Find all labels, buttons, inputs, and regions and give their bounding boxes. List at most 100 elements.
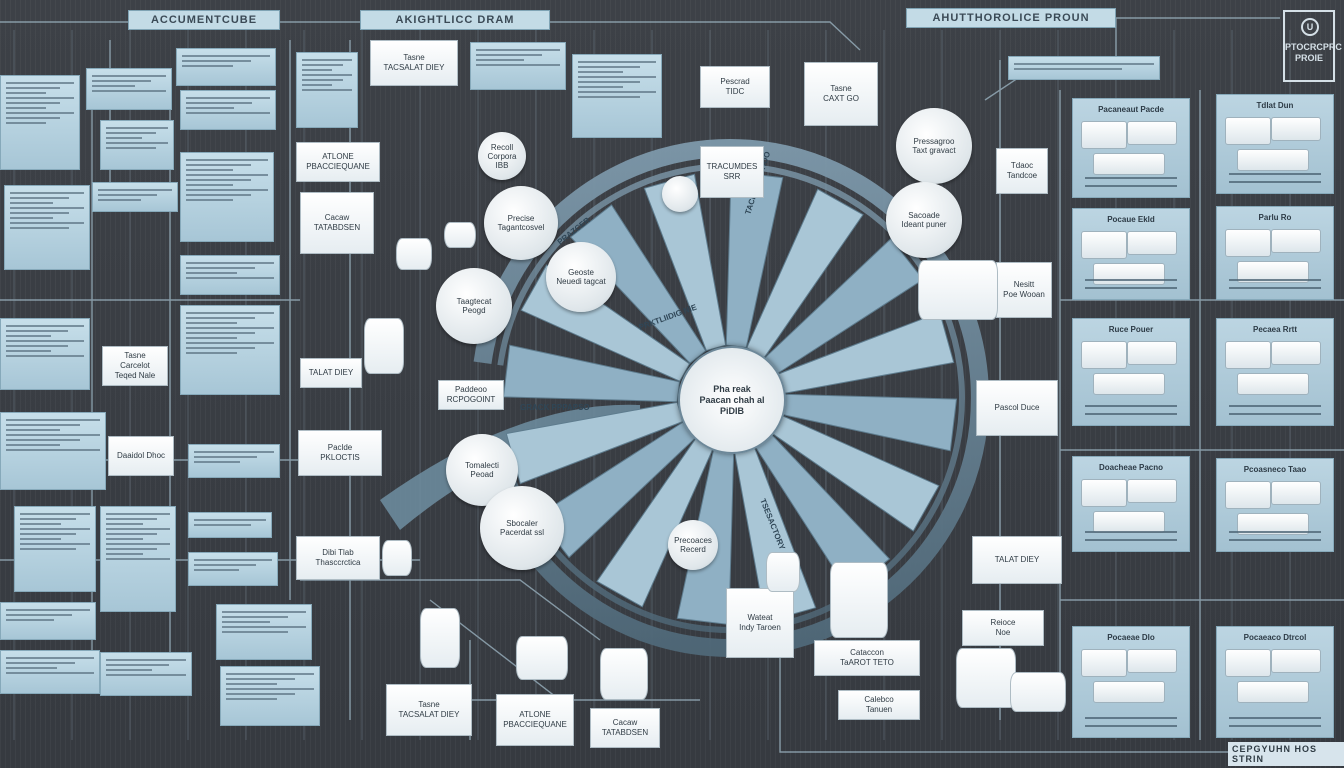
- info-card: [470, 42, 566, 90]
- header-center: AKIGHTLICC DRAM: [360, 10, 550, 30]
- text-line: [302, 79, 343, 81]
- text-line: [186, 332, 255, 334]
- panel-title: Parlu Ro: [1258, 213, 1292, 222]
- text-line: [1229, 181, 1321, 183]
- text-line: [92, 80, 151, 82]
- text-line: [1014, 68, 1122, 70]
- text-line: [106, 553, 144, 555]
- text-line: [20, 513, 90, 515]
- label-box: Daaidol Dhoc: [108, 436, 174, 476]
- text-line: [106, 513, 170, 515]
- text-line: [106, 669, 153, 671]
- ring-arc: [497, 163, 965, 633]
- text-line: [186, 164, 251, 166]
- text-line: [6, 449, 100, 451]
- text-line: [6, 82, 74, 84]
- text-line: [10, 222, 84, 224]
- cylinder-block: [956, 648, 1016, 708]
- label-box: Paclde PKLOCTIS: [298, 430, 382, 476]
- text-line: [106, 543, 170, 545]
- info-card: [180, 90, 276, 130]
- text-line: [10, 227, 69, 229]
- text-line: [1229, 531, 1321, 533]
- text-line: [182, 65, 233, 67]
- text-line: [578, 61, 656, 63]
- text-line: [476, 59, 525, 61]
- spoke-label: GRACK PPPAPSO: [520, 403, 590, 412]
- text-line: [226, 693, 295, 695]
- text-line: [182, 55, 270, 57]
- panel-block: [1271, 649, 1321, 673]
- panel-title: Pacaneaut Pacde: [1098, 105, 1164, 114]
- panel-block: [1093, 153, 1165, 175]
- text-line: [92, 85, 135, 87]
- text-line: [6, 662, 75, 664]
- info-card: [180, 152, 274, 242]
- text-line: [6, 350, 52, 352]
- text-line: [106, 533, 157, 535]
- info-card: [180, 255, 280, 295]
- concept-bubble: Recoll Corpora IBB: [478, 132, 526, 180]
- text-line: [578, 71, 624, 73]
- text-line: [1085, 413, 1177, 415]
- panel-block: [1237, 513, 1309, 535]
- info-card: [0, 75, 80, 170]
- panel-block: [1093, 373, 1165, 395]
- text-line: [20, 523, 61, 525]
- text-line: [226, 683, 277, 685]
- text-line: [6, 667, 57, 669]
- text-line: [6, 439, 80, 441]
- cylinder-block: [444, 222, 476, 248]
- text-line: [106, 127, 168, 129]
- text-line: [6, 355, 84, 357]
- text-line: [194, 524, 251, 526]
- footer-label: CEPGYUHN HOS STRIN: [1228, 742, 1344, 766]
- text-line: [92, 90, 166, 92]
- panel-block: [1237, 261, 1309, 283]
- text-line: [1229, 173, 1321, 175]
- text-line: [6, 340, 84, 342]
- text-line: [6, 112, 74, 114]
- text-line: [1085, 279, 1177, 281]
- module-panel: Parlu Ro: [1216, 206, 1334, 300]
- module-panel: Ruce Pouer: [1072, 318, 1190, 426]
- panel-title: Pocaeae Dlo: [1107, 633, 1155, 642]
- cylinder-block: [766, 552, 800, 592]
- concept-bubble: Sbocaler Pacerdat ssl: [480, 486, 564, 570]
- text-line: [1085, 717, 1177, 719]
- text-line: [6, 619, 55, 621]
- text-line: [476, 54, 542, 56]
- text-line: [302, 74, 352, 76]
- text-line: [6, 429, 60, 431]
- text-line: [302, 59, 352, 61]
- text-line: [10, 217, 53, 219]
- info-card: [188, 552, 278, 586]
- info-card: [296, 52, 358, 128]
- label-box: Reioce Noe: [962, 610, 1044, 646]
- text-line: [194, 559, 272, 561]
- label-box: Tasne TACSALAT DIEY: [370, 40, 458, 86]
- text-line: [6, 117, 60, 119]
- text-line: [222, 631, 288, 633]
- text-line: [194, 456, 257, 458]
- text-line: [186, 262, 274, 264]
- text-line: [186, 337, 237, 339]
- info-card: [572, 54, 662, 138]
- panel-title: Tdlat Dun: [1256, 101, 1294, 110]
- text-line: [20, 528, 90, 530]
- label-box: ATLONE PBACCIEQUANE: [496, 694, 574, 746]
- text-line: [6, 87, 60, 89]
- text-line: [6, 657, 94, 659]
- concept-bubble: Precise Tagantcosvel: [484, 186, 558, 260]
- text-line: [194, 461, 241, 463]
- logo-text: PTOCRCPRC PROIE: [1285, 42, 1342, 63]
- text-line: [226, 673, 314, 675]
- text-line: [186, 317, 255, 319]
- info-card: [100, 506, 176, 612]
- text-line: [186, 102, 252, 104]
- header-left: ACCUMENTCUBE: [128, 10, 280, 30]
- panel-block: [1271, 229, 1321, 253]
- info-card: [1008, 56, 1160, 80]
- text-line: [1229, 279, 1321, 281]
